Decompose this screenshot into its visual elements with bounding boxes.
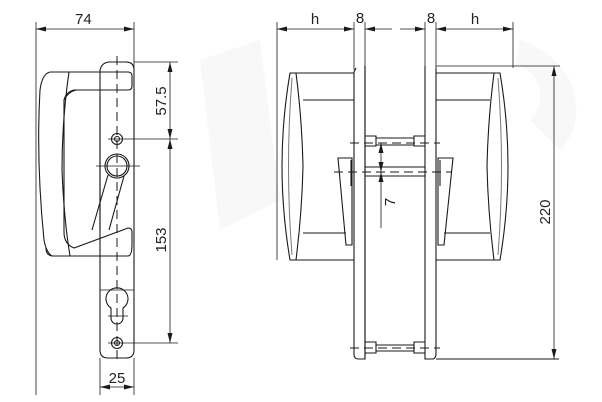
front-handle-right xyxy=(436,72,509,261)
dim-153-label: 153 xyxy=(153,227,170,252)
plate-left xyxy=(353,66,366,360)
front-handle-left xyxy=(281,72,354,261)
spindle-hub xyxy=(91,153,140,231)
dim-57-5-label: 57.5 xyxy=(153,86,170,115)
plate-right xyxy=(424,66,437,360)
cylinder-keyhole xyxy=(100,287,134,325)
dimension-25: 25 xyxy=(99,358,135,395)
through-bolt-top xyxy=(350,135,440,147)
dim-8-left-label: 8 xyxy=(356,10,364,27)
fixing-screw-bottom xyxy=(108,336,178,350)
dimension-153: 153 xyxy=(153,139,173,343)
watermark xyxy=(200,40,577,230)
fixing-screw-top xyxy=(108,132,178,146)
front-view: h 8 8 h xyxy=(276,10,560,360)
dim-7-label: 7 xyxy=(382,198,399,206)
dimension-chain-top: h 8 8 h xyxy=(276,10,514,260)
through-bolt-bottom xyxy=(350,341,440,354)
dimension-7: 7 xyxy=(378,143,399,228)
spindle xyxy=(334,166,452,177)
handle-grip xyxy=(38,71,133,257)
lever-left xyxy=(337,157,353,246)
side-view: 74 xyxy=(35,11,178,395)
dim-h-left-label: h xyxy=(311,11,319,28)
dim-8-right-label: 8 xyxy=(427,10,435,27)
dim-h-right-label: h xyxy=(471,11,479,28)
dim-220-label: 220 xyxy=(537,199,554,224)
dim-25-label: 25 xyxy=(109,370,126,387)
dimension-74: 74 xyxy=(35,11,135,395)
dim-74-label: 74 xyxy=(75,11,92,28)
lever-right xyxy=(437,157,454,246)
backplate xyxy=(99,61,135,359)
dimension-220: 220 xyxy=(436,65,560,359)
dimension-57-5: 57.5 xyxy=(134,61,178,139)
